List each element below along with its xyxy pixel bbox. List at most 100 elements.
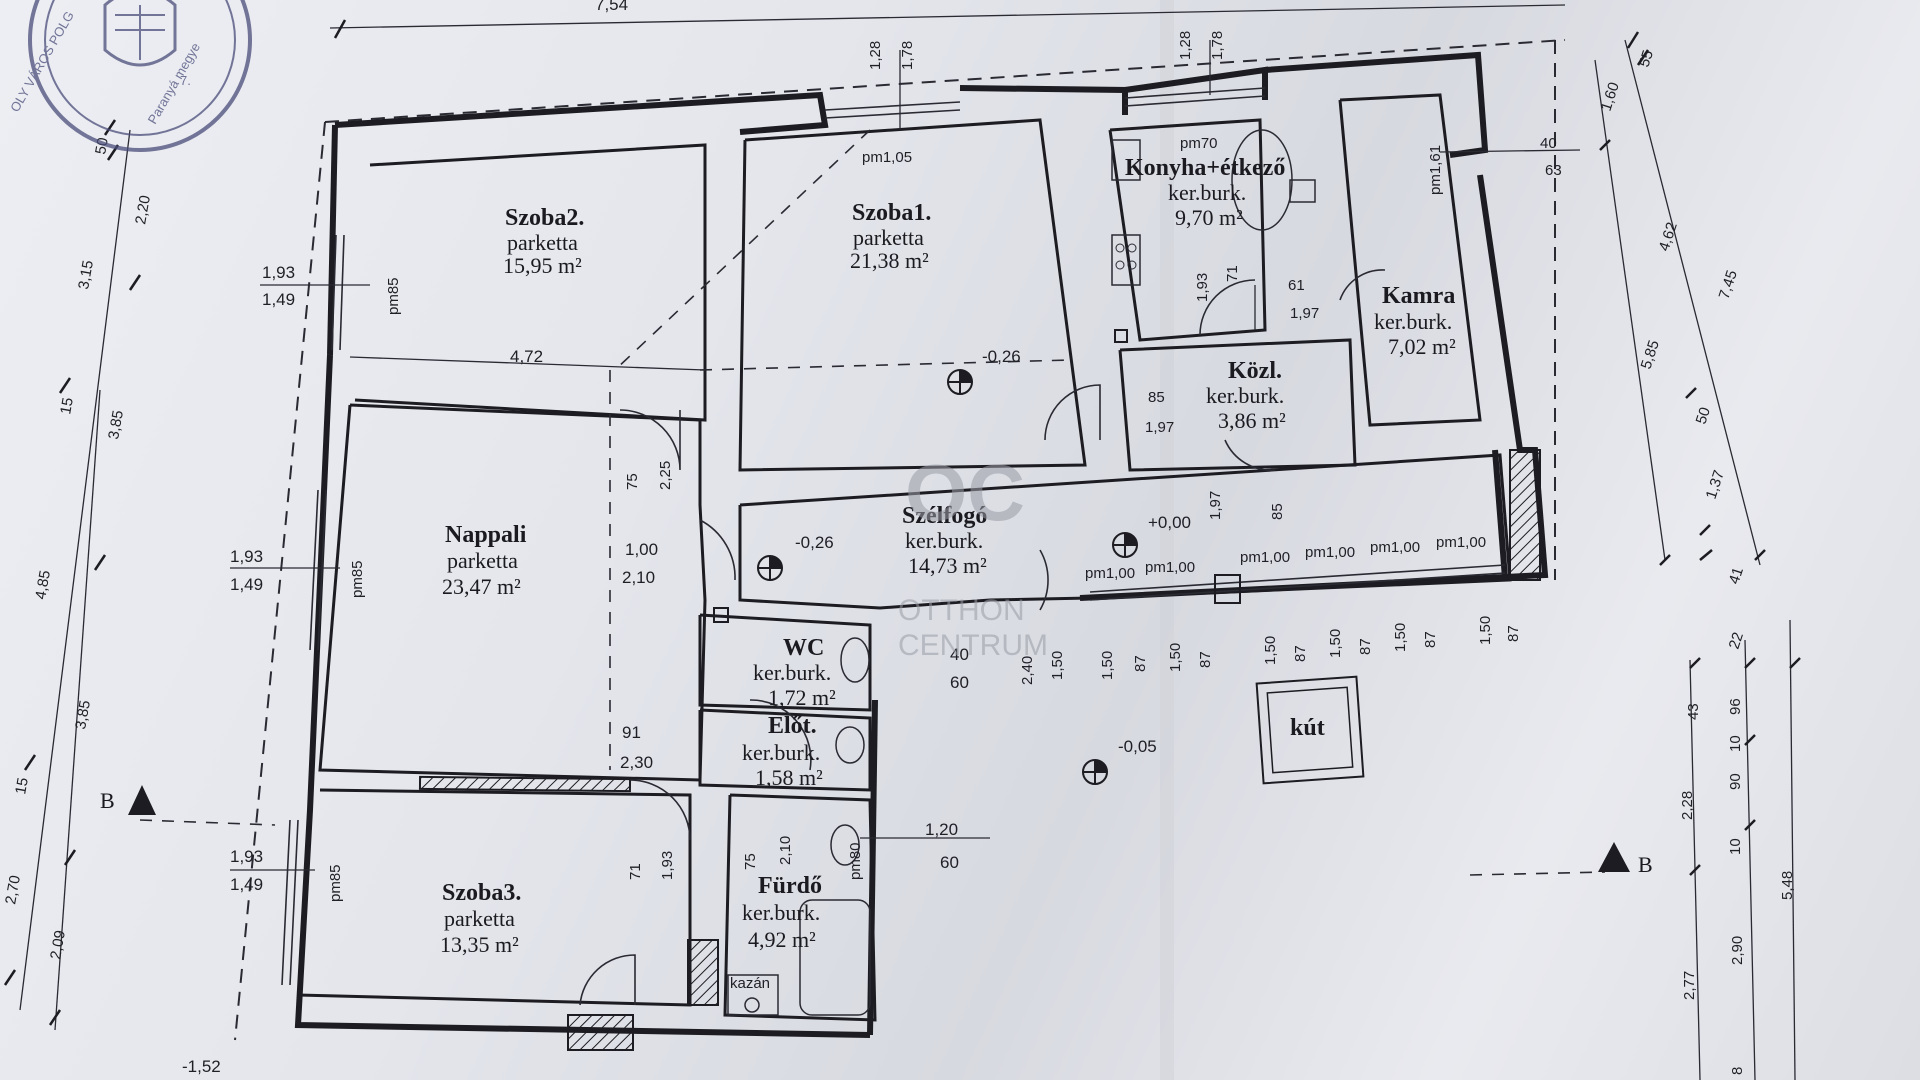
dimension-lines <box>19 4 1796 1080</box>
dim-label: 15 <box>57 396 77 415</box>
dim-label: pm1,00 <box>1370 539 1420 556</box>
dim-label: 1,00 <box>625 540 658 559</box>
room-area: 3,86 m² <box>1218 408 1286 433</box>
room-name: Szoba3. <box>442 880 521 906</box>
watermark-logo: OC <box>905 448 1025 537</box>
dim-label: 8 <box>1729 1067 1746 1075</box>
stamp-text-2: 7. <box>180 73 191 88</box>
room-name: Fürdő <box>758 873 822 899</box>
dim-label: 1,28 <box>1177 31 1194 60</box>
dim-label: 1,49 <box>230 875 263 894</box>
room-floor: ker.burk. <box>1206 383 1284 408</box>
room-name: Szoba1. <box>852 200 931 226</box>
dim-label: 87 <box>1132 655 1149 672</box>
section-mark-left: B <box>100 788 115 813</box>
dim-label: 60 <box>950 673 969 692</box>
well <box>1255 675 1365 785</box>
dim-label: 55 <box>1636 48 1657 69</box>
level-corner: -1,52 <box>182 1057 221 1076</box>
section-line-left <box>139 819 276 826</box>
dim-label: 75 <box>742 853 759 870</box>
dashed-diag-1 <box>614 129 871 371</box>
windows <box>281 87 1506 986</box>
dim-label: 1,97 <box>1207 491 1224 520</box>
dim-label: 1,97 <box>1145 419 1174 436</box>
official-stamp: OLY VÁROS POLG 7. Paranyá megye <box>7 0 252 152</box>
dim-label: 1,93 <box>659 851 676 880</box>
room-name: Konyha+étkező <box>1125 155 1285 181</box>
dim-label: 40 <box>950 645 969 664</box>
dim-label: 50 <box>1693 405 1714 426</box>
room-furdo: Fürdő ker.burk. 4,92 m² <box>742 873 822 952</box>
dim-label: 1,93 <box>230 847 263 866</box>
dim-label: 71 <box>1224 265 1241 282</box>
dim-label: 40 <box>1540 135 1557 152</box>
room-floor: parketta <box>447 548 518 573</box>
room-area: 13,35 m² <box>440 932 519 957</box>
level-markers <box>757 369 1138 785</box>
level-nappali: -0,26 <box>795 533 834 552</box>
dim-label: 2,28 <box>1679 791 1696 820</box>
dim-label: 87 <box>1422 631 1439 648</box>
dim-label: 1,50 <box>1167 643 1184 672</box>
room-floor: ker.burk. <box>905 528 983 553</box>
dim-label: 15 <box>12 776 32 795</box>
dim-label: 87 <box>1357 638 1374 655</box>
dim-label: 2,10 <box>622 568 655 587</box>
dim-label: 41 <box>1726 565 1747 586</box>
room-nappali: Nappali parketta 23,47 m² <box>442 522 527 599</box>
dimension-ticks <box>3 19 1801 1026</box>
level-yard: -0,05 <box>1118 737 1157 756</box>
level-szelfogo: +0,00 <box>1148 513 1191 532</box>
dim-label: 3,15 <box>75 259 97 291</box>
dim-label: pm1,00 <box>1305 544 1355 561</box>
otthon-centrum-watermark: OC OTTHON CENTRUM <box>898 448 1048 662</box>
room-area: 15,95 m² <box>503 253 582 278</box>
section-arrow-left <box>128 785 156 815</box>
dim-label: 3,85 <box>105 409 127 441</box>
dim-label: 2,77 <box>1681 971 1698 1000</box>
dim-label: 1,49 <box>230 575 263 594</box>
room-floor: parketta <box>853 225 924 250</box>
section-line-right <box>1469 871 1606 876</box>
dim-label: 1,93 <box>262 263 295 282</box>
room-name: Közl. <box>1228 358 1282 384</box>
room-name: WC <box>783 635 824 661</box>
hatched-column-bottom <box>567 1014 634 1051</box>
watermark-line-2: CENTRUM <box>898 629 1048 662</box>
room-name: Szélfogó <box>902 503 987 529</box>
dim-top-width: 7,54 <box>595 0 628 14</box>
bathroom-fixtures <box>713 607 871 1016</box>
dim-label: 4,72 <box>510 347 543 366</box>
section-mark-right: B <box>1638 852 1653 877</box>
dim-label: 1,49 <box>262 290 295 309</box>
dim-label: pm85 <box>349 560 366 598</box>
stamp-text-3: Paranyá megye <box>145 40 204 126</box>
room-elot: Előt. ker.burk. 1,58 m² <box>742 713 823 790</box>
dim-label: pm1,00 <box>1085 565 1135 582</box>
dim-label: 85 <box>1148 389 1165 406</box>
dim-label: 75 <box>624 473 641 490</box>
dim-label: 1,50 <box>1477 616 1494 645</box>
watermark-line-1: OTTHON <box>898 594 1025 627</box>
dim-label: 2,30 <box>620 753 653 772</box>
room-area: 14,73 m² <box>908 553 987 578</box>
room-floor: ker.burk. <box>753 660 831 685</box>
roof-line-left <box>234 121 326 1041</box>
dim-label: pm1,05 <box>862 149 912 166</box>
dim-label: 5,85 <box>1638 338 1663 371</box>
room-floor: parketta <box>507 230 578 255</box>
roof-line-top <box>324 39 1566 123</box>
room-kamra: Kamra ker.burk. 7,02 m² <box>1374 283 1456 359</box>
dim-label: 1,78 <box>1209 31 1226 60</box>
dim-label: 61 <box>1288 277 1305 294</box>
dim-label: 2,90 <box>1729 936 1746 965</box>
room-name: Kamra <box>1382 283 1455 309</box>
dim-label: pm70 <box>1180 135 1218 152</box>
dim-label: 2,20 <box>132 194 154 226</box>
dashed-diag-3 <box>699 359 1071 371</box>
room-konyha: Konyha+étkező ker.burk. 9,70 m² <box>1125 155 1285 230</box>
level-szoba1: -0,26 <box>982 347 1021 366</box>
room-kozl: Közl. ker.burk. 3,86 m² <box>1206 358 1286 433</box>
